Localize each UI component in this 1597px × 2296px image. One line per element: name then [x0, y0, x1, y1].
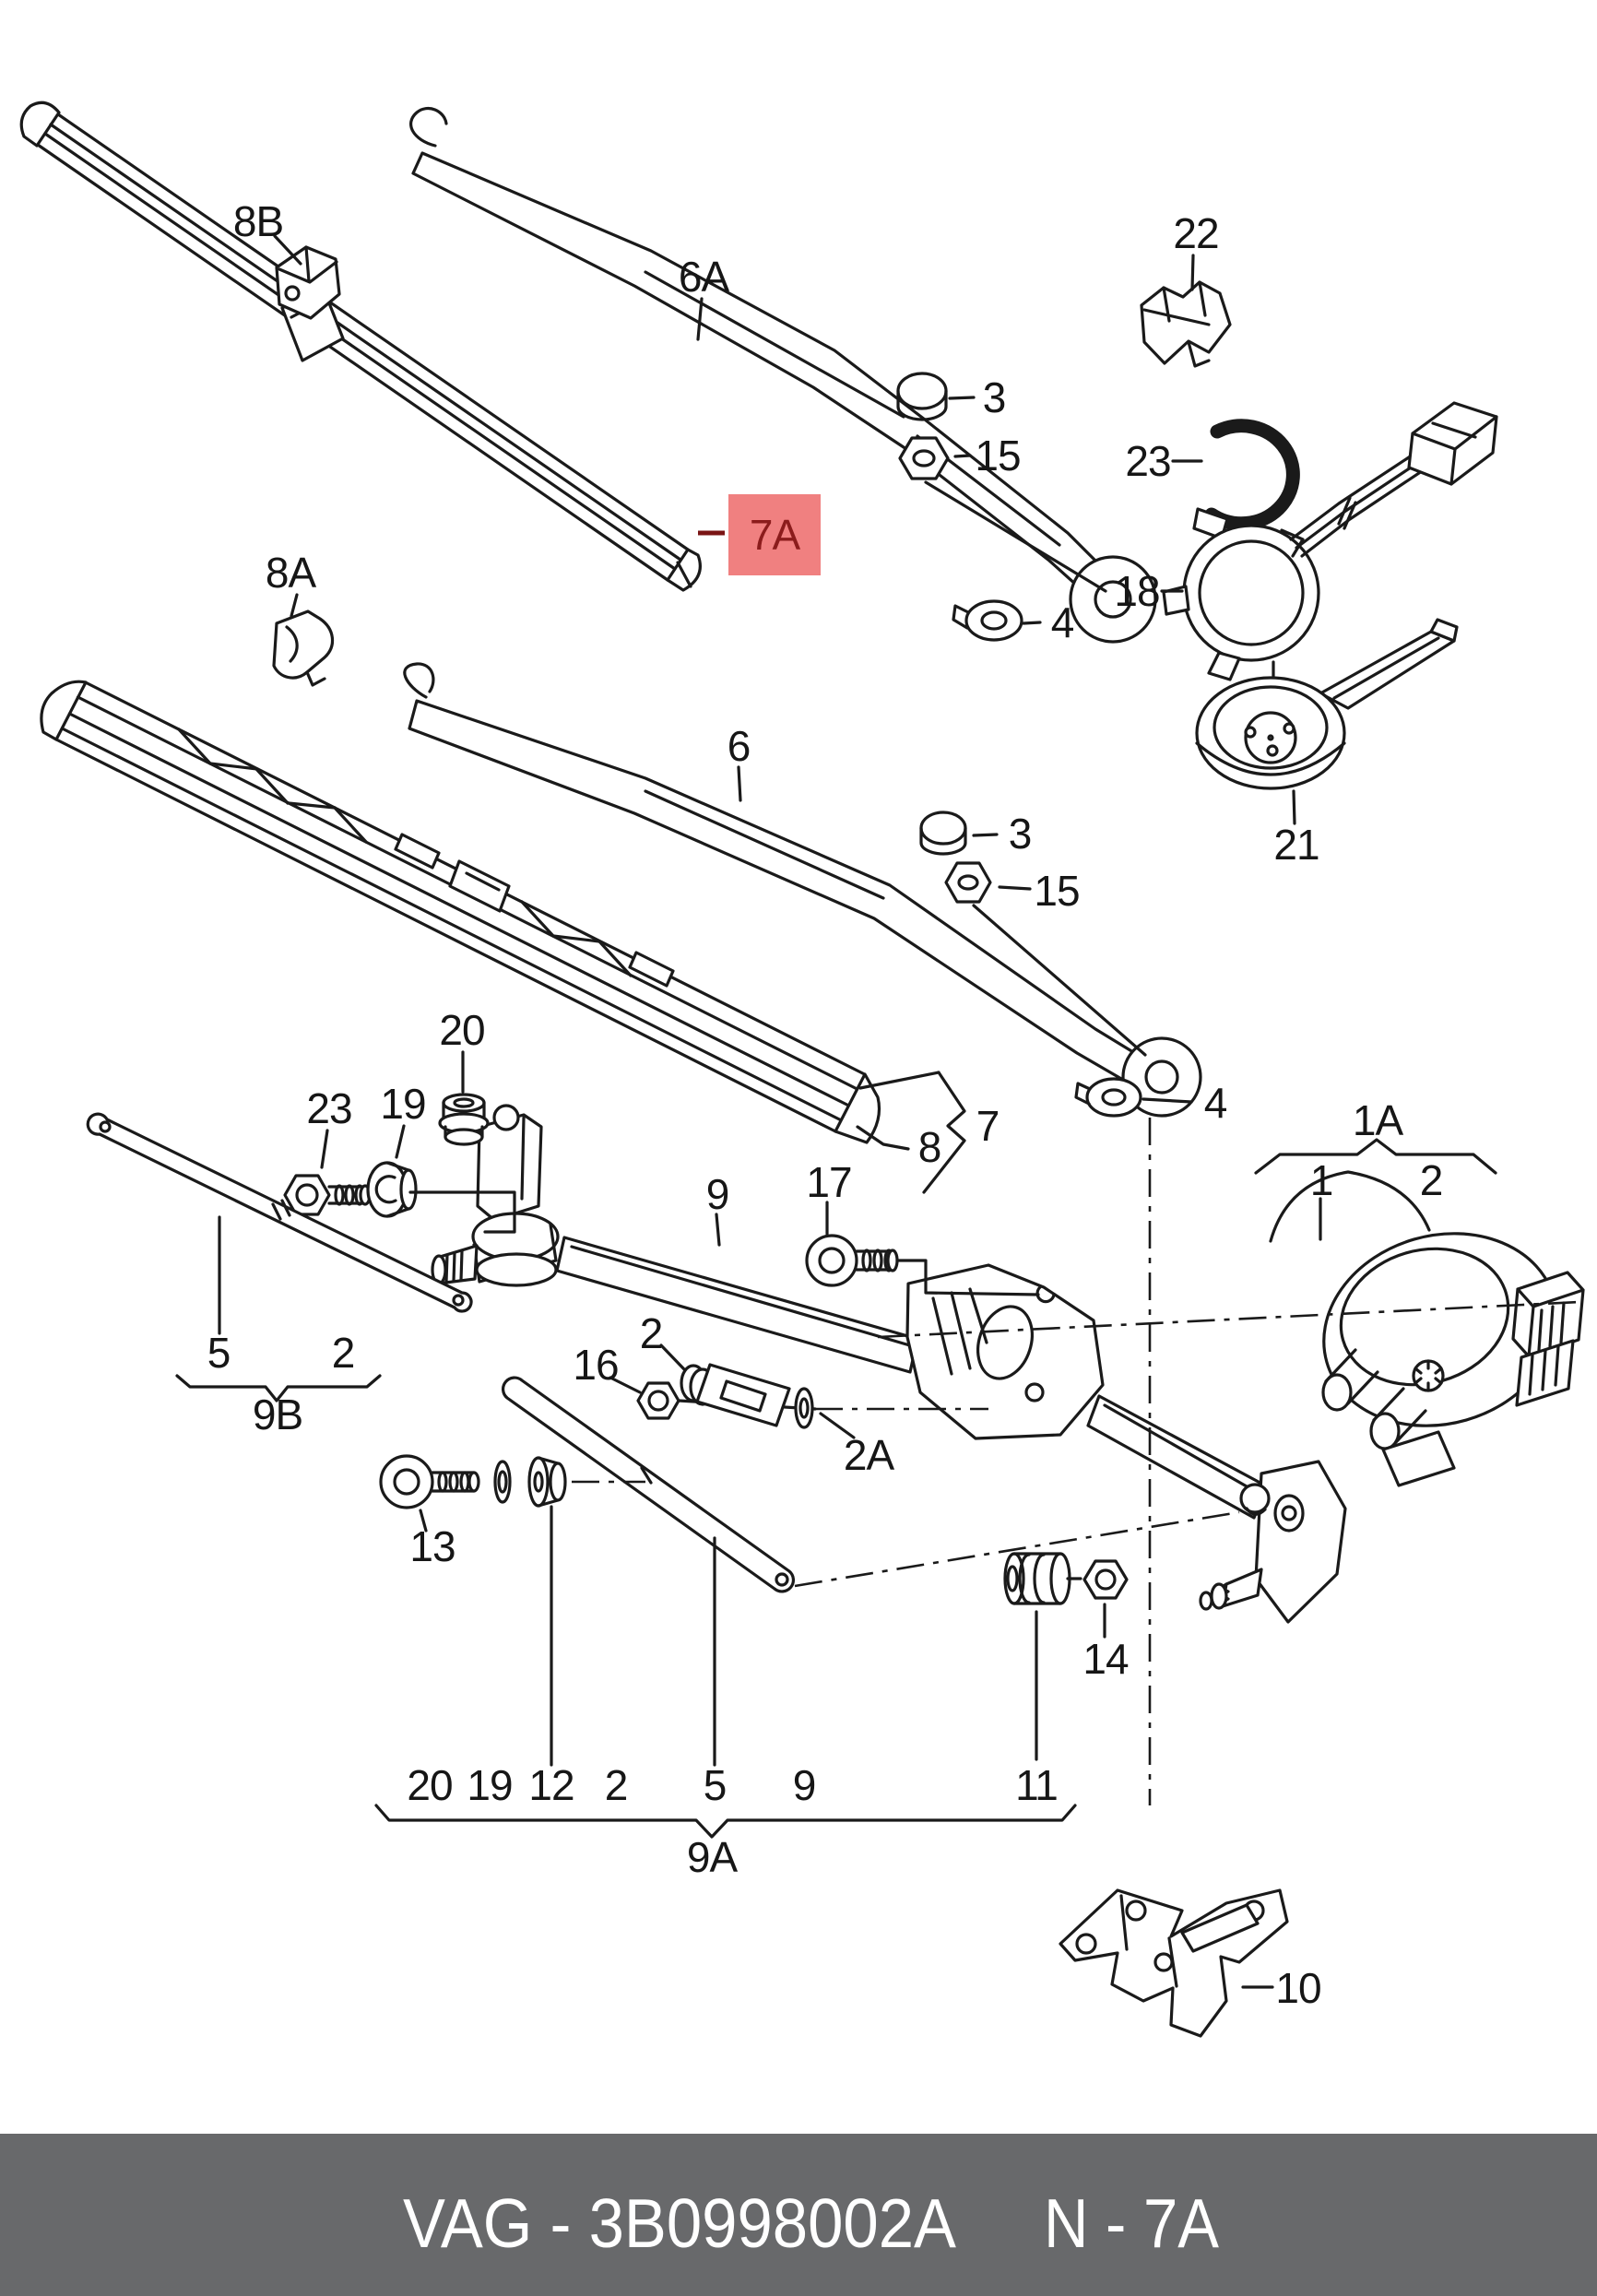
part-label-rod-2: 2	[332, 1329, 355, 1377]
part-label-cap-18: 18	[1114, 567, 1159, 615]
part-label-group-1a: 1A	[1353, 1096, 1404, 1144]
cap-nut-top	[896, 372, 1107, 593]
part-label-nut-15-mid: 15	[1034, 867, 1079, 915]
pivot-ring-top	[952, 599, 1023, 642]
part-label-ring-4-mid: 4	[1204, 1079, 1227, 1127]
part-label-blade-8: 8	[918, 1123, 941, 1171]
part-label-row-20: 20	[407, 1761, 452, 1809]
part-label-grommet-11: 11	[1015, 1761, 1058, 1809]
part-label-group-9a: 9A	[687, 1833, 739, 1881]
part-label-row-12: 12	[528, 1761, 574, 1809]
aero-wiper-blade	[19, 101, 702, 592]
footer-bar	[0, 2134, 1597, 2296]
part-label-bolt-17: 17	[806, 1158, 851, 1206]
part-label-row-2: 2	[605, 1761, 628, 1809]
part-label-motor-2: 2	[1420, 1156, 1443, 1204]
sensor-cap-18	[1162, 401, 1498, 700]
footer: VAG - 3B0998002A N - 7A	[0, 2134, 1597, 2296]
mounting-bracket-10	[1059, 1888, 1289, 2038]
grommet-20-part	[438, 1093, 490, 1146]
part-label-ring-4-top: 4	[1051, 598, 1074, 646]
wiper-motor	[1269, 1170, 1585, 1487]
leader-lines	[175, 234, 1497, 1989]
part-label-nut-15-top: 15	[975, 432, 1020, 479]
linkage-frame-9	[555, 1236, 1269, 1520]
conventional-wiper-blade	[40, 680, 881, 1144]
part-label-clip-8a: 8A	[266, 549, 317, 597]
part-label-housing-21: 21	[1273, 821, 1319, 869]
motor-crank	[1199, 1460, 1347, 1624]
part-label-washer-2a: 2A	[844, 1431, 895, 1479]
part-label-bolt-2: 2	[640, 1309, 663, 1357]
part-label-group-7: 7	[976, 1102, 1000, 1150]
footer-page-code: N - 7A	[1044, 2184, 1219, 2262]
part-label-clip-22: 22	[1173, 209, 1218, 257]
part-label-arm-6a: 6A	[679, 253, 730, 301]
blade-clip-8a	[272, 610, 334, 687]
link-rod-9b	[86, 1112, 473, 1313]
part-label-group-9b: 9B	[253, 1391, 302, 1438]
nut-14-part	[1082, 1559, 1129, 1600]
part-label-bushing-19: 19	[380, 1080, 425, 1128]
part-label-nut-16: 16	[573, 1341, 618, 1389]
bolt-13-part	[379, 1454, 567, 1509]
link-rod-9a	[501, 1376, 796, 1593]
bolt-23-part	[283, 1174, 372, 1216]
wiper-arm-6	[403, 662, 1202, 1118]
part-label-motor-1: 1	[1310, 1156, 1333, 1204]
part-label-cap-3-mid: 3	[1009, 810, 1032, 858]
part-label-grommet-20: 20	[439, 1006, 484, 1054]
part-label-cap-3-top: 3	[983, 373, 1006, 421]
part-label-row-9: 9	[793, 1761, 816, 1809]
part-label-rod-5: 5	[207, 1329, 231, 1377]
bolt-17-part	[805, 1234, 899, 1287]
center-lines	[572, 1118, 1579, 1805]
part-label-ring-23: 23	[1125, 437, 1170, 485]
blade-clip-8b	[275, 245, 341, 320]
footer-part-code: VAG - 3B0998002A	[403, 2184, 956, 2262]
part-label-arm-6: 6	[728, 722, 751, 770]
retainer-clip-22	[1140, 280, 1232, 368]
part-label-bolt-23: 23	[306, 1084, 351, 1132]
part-label-bracket-10: 10	[1275, 1964, 1320, 2012]
fastener-group-16-2-2a	[636, 1363, 817, 1429]
bushing-19-part	[366, 1161, 418, 1218]
snap-ring-23	[1192, 419, 1300, 540]
part-label-blade-7a: 7A	[750, 511, 801, 559]
bearing-housing-21	[1195, 618, 1459, 790]
part-label-bolt-13: 13	[409, 1522, 455, 1570]
grommet-11-part	[1003, 1552, 1071, 1605]
part-label-row-19: 19	[467, 1761, 512, 1809]
highlight-box-blade-7a	[728, 494, 821, 575]
part-label-link-9: 9	[706, 1170, 729, 1218]
part-label-row-5: 5	[704, 1761, 727, 1809]
part-label-clip-8b: 8B	[233, 197, 283, 245]
part-label-nut-14: 14	[1082, 1635, 1129, 1683]
